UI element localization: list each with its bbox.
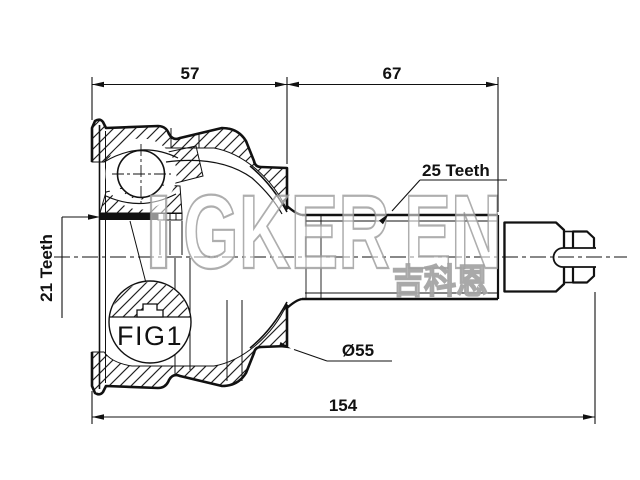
shaft-fillet-bottom [286,297,303,309]
dim-67-text: 67 [383,64,402,83]
bell-inner-sphere-upper [249,165,288,213]
watermark-letter-i: I [144,174,173,291]
label-21-teeth: 21 Teeth [37,234,56,302]
fig1-leader-line [129,220,147,284]
inner-spline-bar-solid [100,213,158,220]
dim-57-text: 57 [181,64,200,83]
watermark-end: EN [404,174,502,291]
dimension-annotations: 57 67 154 25 Teeth 21 Teeth Ø55 [37,64,596,424]
ball-track-line [165,159,283,215]
bell-housing-section [90,118,289,396]
watermark-main: GKER [183,174,390,291]
watermark-cjk: 吉科恩 [392,263,488,301]
bell-inner-sphere-lower [249,301,288,349]
label-25-teeth: 25 Teeth [422,161,490,180]
label-d55-leader [293,348,328,362]
brand-watermark: I GKER EN 吉科恩 [143,173,503,302]
label-d55: Ø55 [342,341,374,360]
ball-clearance-ring [105,138,177,210]
label-25-leader [391,179,421,212]
shaft-fillet-top [286,205,303,217]
bell-outer-profile-upper [90,118,289,209]
dim-154-text: 154 [329,396,358,415]
ball-and-cage [100,138,283,255]
bell-outer-profile-lower [90,305,289,396]
fig1-tooth-profile [136,303,164,318]
fig1-label: FIG1 [117,321,183,351]
